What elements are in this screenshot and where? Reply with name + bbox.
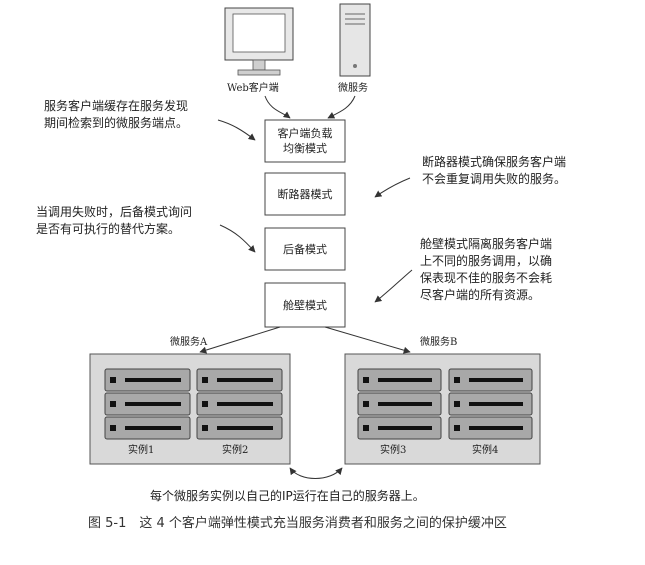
bulkhead-label: 舱壁模式	[283, 299, 327, 312]
note-fallback-line1: 当调用失败时，后备模式询问	[36, 205, 193, 219]
callout-arrow-circuit-breaker	[374, 177, 411, 198]
bulkhead-box	[264, 282, 346, 328]
microservice-label: 微服务	[338, 83, 368, 94]
note-circuit-breaker: 断路器模式确保服务客户端 不会重复调用失败的服务。	[422, 154, 566, 188]
note-bulkhead-line3: 保表现不佳的服务不会耗	[420, 271, 553, 285]
client-lb-box	[264, 119, 346, 163]
circuit-breaker-box	[264, 172, 346, 216]
service-b-container	[344, 353, 541, 465]
note-bulkhead-line2: 上不同的服务调用，以确	[420, 254, 553, 268]
note-client-lb-line1: 服务客户端缓存在服务发现	[44, 99, 189, 113]
callout-arrow-client-lb	[217, 119, 256, 141]
monitor-icon	[224, 7, 294, 76]
bottom-note: 每个微服务实例以自己的IP运行在自己的服务器上。	[150, 489, 425, 503]
service-a-container	[89, 353, 291, 465]
bottom-double-arrow	[289, 467, 343, 479]
note-bulkhead-line4: 尽客户端的所有资源。	[420, 288, 541, 302]
arrow-web-client	[264, 95, 291, 119]
callout-arrow-bulkhead	[374, 269, 413, 303]
arrow-to-service-b	[324, 326, 411, 354]
note-fallback-line2: 是否有可执行的替代方案。	[36, 222, 181, 236]
note-circuit-breaker-line1: 断路器模式确保服务客户端	[422, 155, 567, 169]
figure-caption: 图 5-1 这 4 个客户端弹性模式充当服务消费者和服务之间的保护缓冲区	[88, 516, 507, 531]
service-b-label: 微服务B	[420, 337, 458, 348]
fallback-box	[264, 227, 346, 271]
client-lb-label: 客户端负载 均衡模式	[265, 126, 345, 156]
note-circuit-breaker-line2: 不会重复调用失败的服务。	[422, 172, 567, 186]
arrow-to-service-a	[199, 326, 281, 354]
instance-3-label: 实例3	[380, 445, 407, 456]
note-fallback: 当调用失败时，后备模式询问 是否有可执行的替代方案。	[36, 204, 192, 238]
instance-1-label: 实例1	[128, 445, 155, 456]
web-client-label: Web客户端	[227, 83, 279, 94]
service-a-label: 微服务A	[170, 337, 208, 348]
circuit-breaker-label: 断路器模式	[277, 188, 333, 201]
server-tower-icon	[339, 3, 371, 77]
instance-2-label: 实例2	[222, 445, 249, 456]
note-bulkhead-line1: 舱壁模式隔离服务客户端	[420, 237, 553, 251]
note-bulkhead: 舱壁模式隔离服务客户端 上不同的服务调用，以确 保表现不佳的服务不会耗 尽客户端…	[420, 236, 552, 304]
client-lb-label-line1: 客户端负载	[277, 127, 333, 140]
arrow-microservice	[327, 95, 356, 119]
instance-4-label: 实例4	[472, 445, 499, 456]
callout-arrow-fallback	[219, 224, 256, 253]
client-lb-label-line2: 均衡模式	[283, 142, 327, 155]
fallback-label: 后备模式	[283, 243, 327, 256]
note-client-lb: 服务客户端缓存在服务发现 期间检索到的微服务端点。	[44, 98, 188, 132]
note-client-lb-line2: 期间检索到的微服务端点。	[44, 116, 189, 130]
